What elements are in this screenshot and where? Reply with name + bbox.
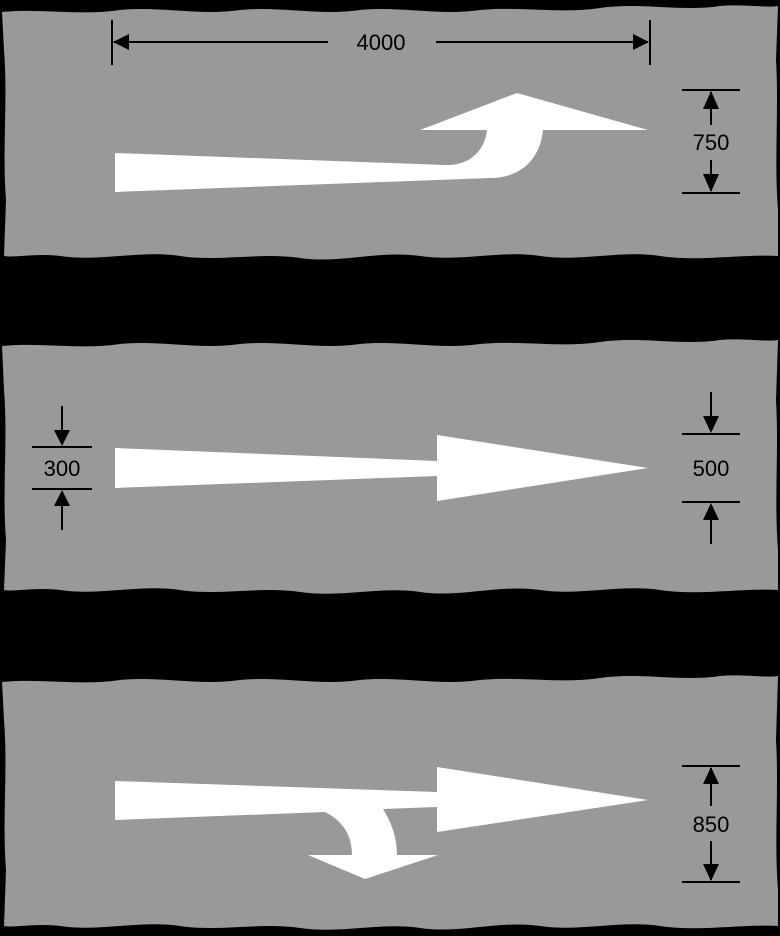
height-label: 750 <box>693 130 730 155</box>
straight-and-turn-arrow-marking <box>115 767 648 879</box>
arrowhead-up-icon <box>703 503 719 520</box>
dimension-length: 4000 <box>111 20 651 65</box>
straight-arrow-marking <box>115 435 648 501</box>
dimension-tail-width: 300 <box>32 406 92 530</box>
arrowhead-down-icon <box>54 430 70 446</box>
arrowhead-up-icon <box>54 490 70 506</box>
length-label: 4000 <box>357 30 406 55</box>
dimension-head-width: 500 <box>682 392 740 544</box>
arrowhead-down-icon <box>703 416 719 433</box>
arrowhead-down-icon <box>703 174 719 192</box>
dimension-height: 750 <box>682 89 740 194</box>
arrowhead-down-icon <box>703 864 719 881</box>
arrowhead-right-icon <box>633 34 649 50</box>
tail-width-label: 300 <box>44 456 81 481</box>
arrowhead-up-icon <box>703 91 719 109</box>
arrowhead-up-icon <box>703 767 719 784</box>
height-label: 850 <box>693 812 730 837</box>
dimension-height: 850 <box>682 765 740 883</box>
road-surface-1 <box>2 5 778 260</box>
head-width-label: 500 <box>693 456 730 481</box>
panel-3: 850 <box>2 675 778 930</box>
arrowhead-left-icon <box>113 34 129 50</box>
panel-2: 300 500 <box>2 339 778 594</box>
merge-arrow-marking <box>115 93 648 192</box>
panel-1: 4000 750 <box>2 5 778 260</box>
